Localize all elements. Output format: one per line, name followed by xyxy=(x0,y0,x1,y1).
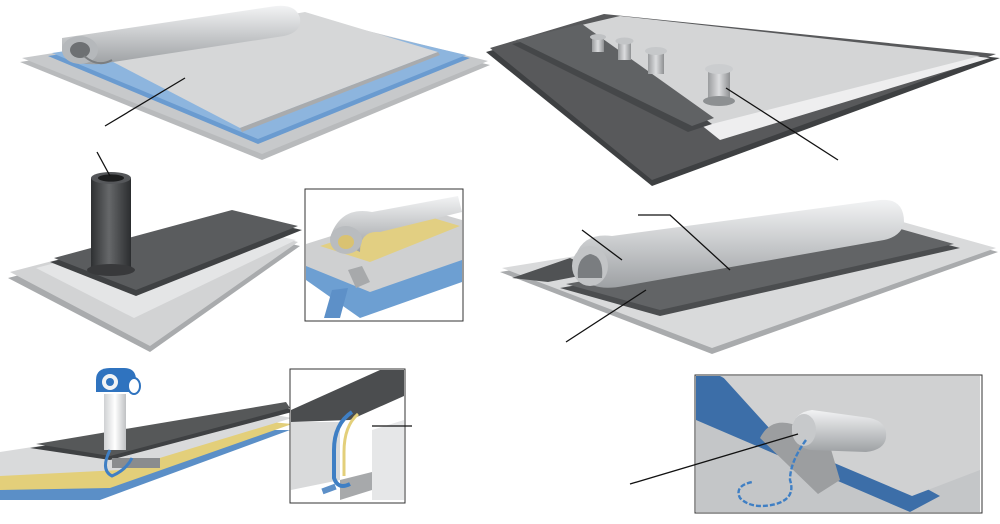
gutter-blue-cable xyxy=(332,410,354,488)
membrane-roll-cylinder xyxy=(62,5,301,65)
cable-roll-end xyxy=(792,414,816,446)
roll-inner-fold xyxy=(83,55,113,65)
cable-loop xyxy=(737,439,807,508)
gutter-yellow-liner xyxy=(342,412,360,476)
drain-blue-cable xyxy=(104,449,134,478)
gutter-right-wall xyxy=(372,420,404,500)
dark-membrane-strip-top xyxy=(516,24,714,126)
seam-roll-core xyxy=(338,235,354,249)
seam-rolled-edge xyxy=(330,196,462,252)
panel-ridge-profile xyxy=(500,199,998,354)
membrane-sheet-edge xyxy=(240,52,440,132)
seam-blue-tab xyxy=(324,288,348,318)
leader-line-ridge-c xyxy=(565,289,647,343)
cable-roll-cylinder xyxy=(792,410,887,452)
leader-line-roll xyxy=(104,77,186,127)
leader-line-ridge-a xyxy=(581,229,623,261)
roof-vent-3 xyxy=(645,47,667,74)
seam-metal-strip xyxy=(348,266,370,288)
ridge-cap-roll xyxy=(574,199,904,288)
inset-gutter xyxy=(289,368,412,504)
ridge-cap-inner xyxy=(577,254,603,278)
drain-cap-eye-inner xyxy=(106,378,114,386)
roof-vent-1 xyxy=(590,34,606,52)
light-membrane-layer xyxy=(560,16,980,124)
drain-side-valve xyxy=(127,377,141,395)
drain-cylinder xyxy=(104,394,126,450)
gutter-dark-top xyxy=(291,370,404,422)
pipe-opening xyxy=(98,174,124,182)
leader-line-ridge-b xyxy=(638,214,731,271)
leader-line-cable xyxy=(629,433,799,485)
gutter-light-wall xyxy=(291,422,340,490)
inset-seam-detail xyxy=(304,188,464,322)
roof-vent-4 xyxy=(703,64,735,106)
drain-channel xyxy=(112,458,160,468)
panel-drain-assembly xyxy=(0,368,292,500)
inset-cable-detail xyxy=(629,374,983,514)
panel-roof-vents xyxy=(486,14,1000,186)
panel-pipe-penetration xyxy=(8,151,302,352)
ridge-dark-layer-top xyxy=(566,226,954,310)
roof-vent-2 xyxy=(615,37,634,60)
pipe-base-collar xyxy=(87,264,135,276)
gutter-blue-tag xyxy=(321,483,337,495)
drain-dark-layer-top xyxy=(36,402,290,456)
gutter-channel-floor xyxy=(340,472,372,500)
panel-membrane-roll xyxy=(20,5,490,160)
leader-line-vent xyxy=(725,87,839,161)
leader-line-pipe xyxy=(96,151,111,177)
roll-core xyxy=(70,42,90,58)
pipe-body xyxy=(91,178,131,270)
